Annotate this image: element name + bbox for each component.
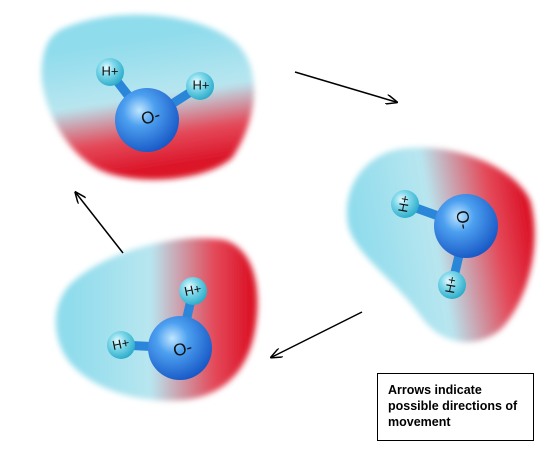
hydrogen-label: H+ bbox=[111, 335, 131, 353]
hydrogen-label: H+ bbox=[395, 194, 413, 213]
water-molecule-3: H+ H+ O- bbox=[55, 238, 258, 401]
movement-arrow bbox=[76, 193, 124, 254]
oxygen-atom bbox=[434, 194, 498, 258]
hydrogen-atom bbox=[438, 271, 466, 299]
hydrogen-label: H+ bbox=[102, 63, 119, 78]
water-molecule-1: H+ H+ O- bbox=[41, 14, 254, 180]
hydrogen-atom bbox=[179, 277, 207, 305]
oxygen-label: O- bbox=[139, 105, 163, 129]
hydrogen-label: H+ bbox=[193, 77, 210, 92]
hydrogen-atom bbox=[107, 331, 135, 359]
oxygen-label: O- bbox=[452, 209, 474, 231]
oxygen-atom bbox=[148, 316, 212, 380]
water-molecule-2: H+ H+ O- bbox=[346, 147, 535, 342]
electron-cloud bbox=[55, 238, 258, 401]
hydrogen-label: H+ bbox=[442, 275, 460, 294]
caption-box: Arrows indicate possible directions of m… bbox=[377, 373, 534, 441]
hydrogen-atom bbox=[186, 72, 214, 100]
hydrogen-atom bbox=[391, 190, 419, 218]
oxygen-atom bbox=[115, 88, 179, 152]
movement-arrow bbox=[272, 311, 363, 357]
hydrogen-label: H+ bbox=[183, 281, 203, 299]
oxygen-label: O- bbox=[171, 337, 194, 360]
movement-arrow bbox=[294, 71, 396, 102]
hydrogen-atom bbox=[96, 58, 124, 86]
